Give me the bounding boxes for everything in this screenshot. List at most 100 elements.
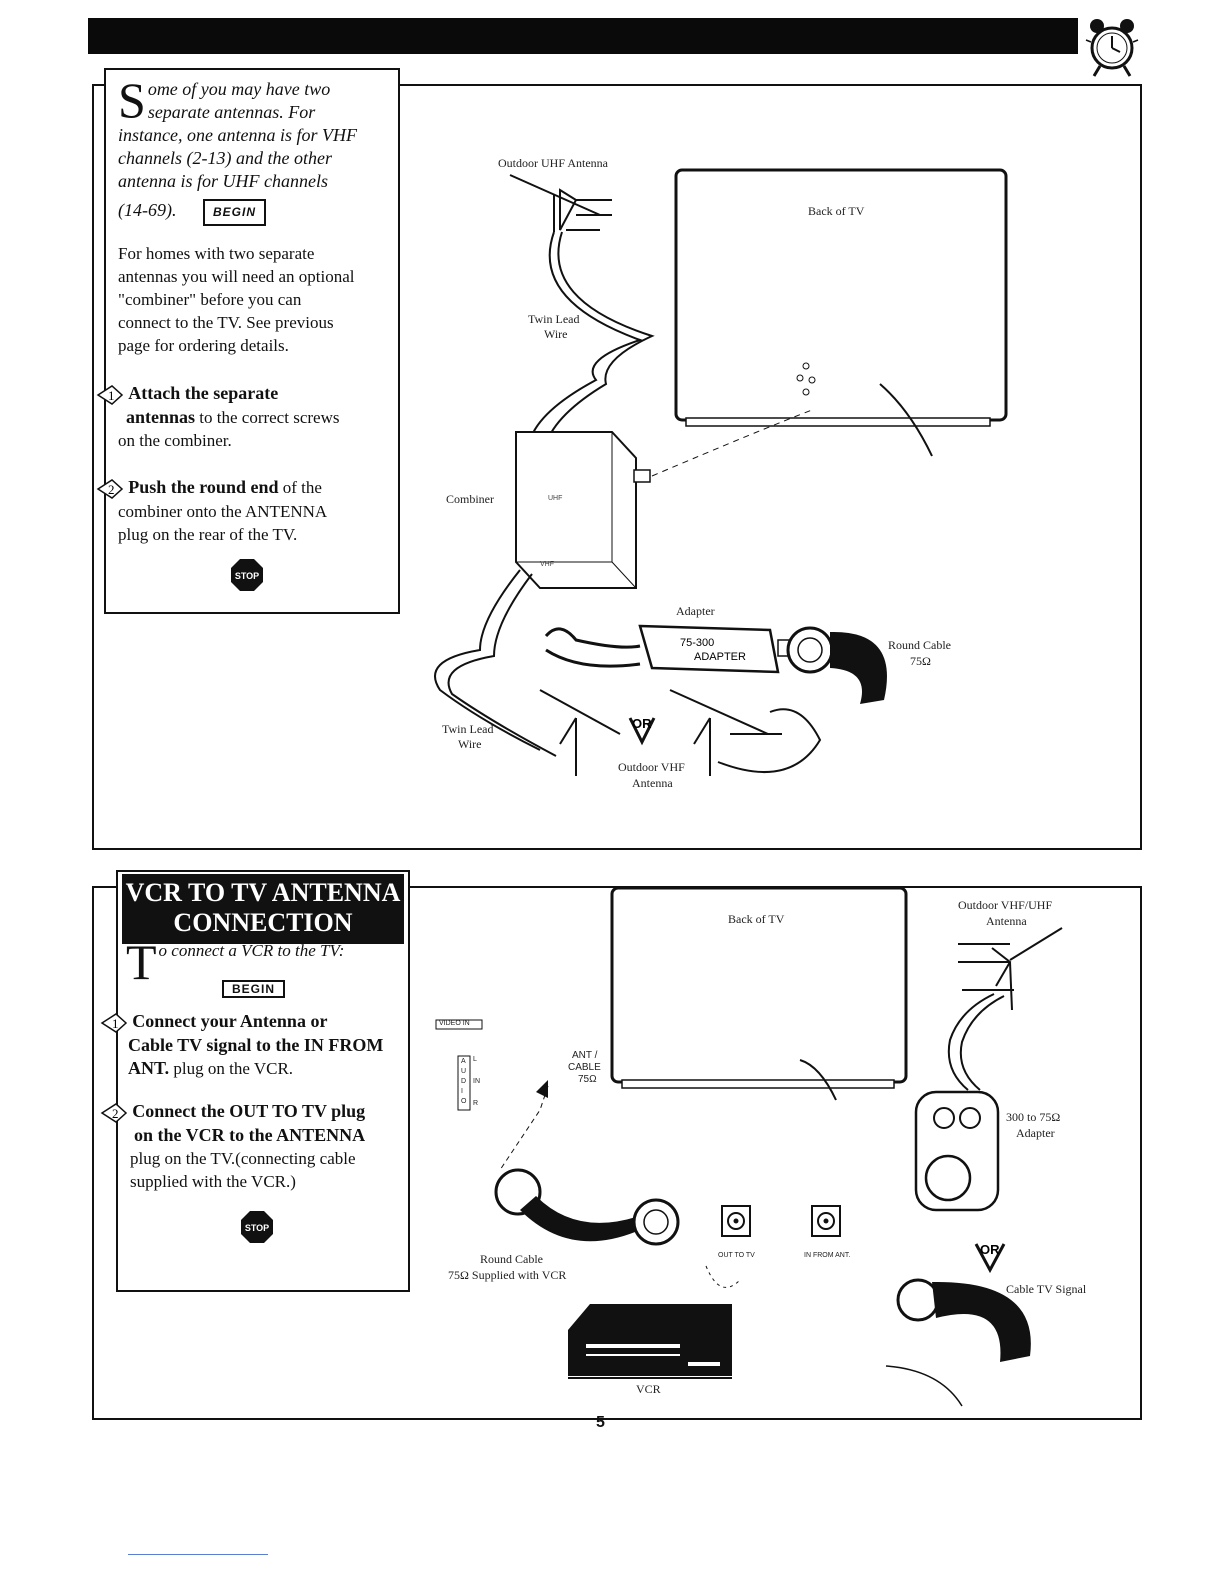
body-paragraph: For homes with two separate antennas you…: [118, 242, 398, 357]
vcr-diagram: OR: [435, 886, 1063, 1407]
label-ant-cable: ANT /: [572, 1050, 598, 1061]
section-title-line: CONNECTION: [173, 908, 353, 937]
step-2-marker-icon: 2: [96, 478, 124, 500]
label-back-of-tv: Back of TV: [808, 204, 865, 218]
svg-text:1: 1: [108, 388, 115, 403]
label-adapter: 300 to 75Ω: [1006, 1110, 1061, 1124]
instruction-box-combiner: S ome of you may have two separate anten…: [96, 68, 400, 614]
label-twin-lead: Twin Lead: [528, 312, 580, 326]
section-title: VCR TO TV ANTENNA CONNECTION: [122, 874, 404, 944]
intro-text: o connect a VCR to the TV:: [158, 941, 345, 960]
tv-stand: [621, 1079, 895, 1089]
drop-cap: S: [118, 72, 146, 128]
tv-stand: [685, 417, 991, 427]
svg-text:VHF: VHF: [540, 561, 554, 568]
label-vhf-antenna-2: Antenna: [632, 776, 673, 790]
combiner-diagram: UHF VHF 75-300 ADAPTER OR: [434, 168, 1008, 776]
label-twin-lead-wire: Wire: [544, 327, 568, 341]
svg-text:OR: OR: [980, 1242, 1000, 1257]
svg-text:75-300: 75-300: [680, 637, 714, 649]
step-1-bold: Attach the separate: [128, 383, 279, 403]
tv-wire: [879, 383, 933, 457]
label-twin-lead: Twin Lead: [442, 722, 494, 736]
label-in-from-ant: IN FROM ANT.: [804, 1252, 851, 1259]
adapter-icon: 75-300 ADAPTER: [544, 624, 791, 674]
video-in-jack: [435, 1019, 483, 1030]
step-1-text: to the correct screws: [195, 408, 340, 428]
round-cable-icon: [494, 1168, 680, 1246]
section-frame-top: [92, 84, 1142, 850]
step-1-marker-icon: 1: [100, 1012, 128, 1034]
step-2-text: combiner onto the ANTENNA: [118, 502, 328, 522]
section-title-line: VCR TO TV ANTENNA: [125, 878, 401, 907]
svg-text:UHF: UHF: [548, 495, 562, 502]
twin-lead-wire: [529, 231, 644, 441]
step-2-text: of the: [278, 478, 322, 497]
vcr-icon: [568, 1304, 732, 1379]
svg-text:STOP: STOP: [235, 571, 259, 581]
step-2-text: plug on the rear of the TV.: [118, 525, 298, 545]
step-1-bold: Cable TV signal to the IN FROM: [128, 1035, 384, 1056]
cable-tv-cable-icon: [885, 1278, 1031, 1407]
label-round-cable-2: 75Ω Supplied with VCR: [448, 1268, 567, 1282]
label-vcr: VCR: [636, 1382, 661, 1396]
bottom-rule: [128, 1554, 268, 1555]
svg-text:1: 1: [112, 1016, 119, 1031]
label-video-in: VIDEO IN: [439, 1020, 470, 1027]
label-cable-tv-signal: Cable TV Signal: [1006, 1282, 1087, 1296]
step-1-text: plug on the VCR.: [169, 1059, 294, 1079]
step-2-text: plug on the TV.(connecting cable: [130, 1149, 356, 1169]
audio-in-jacks: [457, 1055, 471, 1111]
alarm-clock-icon: [1082, 10, 1142, 80]
vcr-intro: T o connect a VCR to the TV:: [126, 937, 396, 987]
stop-sign-icon: STOP: [240, 1210, 274, 1249]
page-number: 5: [596, 1414, 605, 1431]
label-vhf-antenna: Outdoor VHF: [618, 760, 685, 774]
begin-badge: BEGIN: [222, 980, 286, 998]
label-outdoor-antenna: Outdoor VHF/UHF: [958, 898, 1053, 912]
intro-paragraph: S ome of you may have two separate anten…: [118, 72, 388, 226]
uhf-antenna-icon: [509, 174, 612, 232]
stop-sign-icon: STOP: [230, 558, 264, 597]
step-2-bold: Connect the OUT TO TV plug: [132, 1101, 366, 1121]
label-ant-cable: 75Ω: [578, 1074, 597, 1085]
label-round-cable: Round Cable: [888, 638, 951, 652]
label-audio: A U D I O: [461, 1058, 467, 1105]
step-2-bold: Push the round end: [128, 477, 279, 497]
intro-line: antenna is for UHF channels: [118, 171, 328, 191]
body-line: "combiner" before you can: [118, 290, 302, 309]
step-2: 2 Push the round end of the combiner ont…: [96, 476, 392, 546]
body-line: antennas you will need an optional: [118, 267, 355, 286]
intro-line-last: (14-69).: [118, 200, 177, 220]
step-2: 2 Connect the OUT TO TV plug on the VCR …: [100, 1100, 410, 1193]
label-round-cable: Round Cable: [480, 1252, 543, 1266]
or-badge-icon: OR: [974, 1242, 1006, 1274]
step-2-bold: on the VCR to the ANTENNA: [134, 1125, 366, 1146]
label-back-of-tv: Back of TV: [728, 912, 785, 926]
label-uhf-antenna: Outdoor UHF Antenna: [498, 156, 608, 170]
step-1-marker-icon: 1: [96, 384, 124, 406]
vhf-antenna-icon: [539, 689, 822, 776]
svg-text:2: 2: [108, 482, 115, 497]
body-line: connect to the TV. See previous: [118, 313, 334, 332]
label-round-cable-ohms: 75Ω: [910, 654, 931, 668]
intro-line: ome of you may have two: [147, 79, 331, 99]
intro-line: instance, one antenna is for VHF: [118, 125, 357, 145]
or-badge-icon: OR: [628, 716, 656, 746]
svg-text:2: 2: [112, 1106, 119, 1121]
step-2-text: supplied with the VCR.): [130, 1172, 296, 1192]
round-cable-icon: [786, 626, 887, 704]
step-1-bold: ANT.: [128, 1058, 170, 1079]
intro-line: channels (2-13) and the other: [118, 148, 332, 168]
label-audio-in: IN: [473, 1078, 480, 1085]
label-adapter: Adapter: [676, 604, 715, 618]
svg-text:OR: OR: [632, 716, 652, 731]
dashed-connection: [651, 409, 813, 477]
begin-badge: BEGIN: [202, 199, 266, 226]
twin-lead-wire: [434, 569, 541, 751]
step-2-marker-icon: 2: [100, 1102, 128, 1124]
body-line: For homes with two separate: [118, 244, 315, 263]
label-ant-cable: CABLE: [568, 1062, 601, 1073]
label-combiner: Combiner: [446, 492, 494, 506]
step-1-bold: Connect your Antenna or: [132, 1011, 328, 1031]
